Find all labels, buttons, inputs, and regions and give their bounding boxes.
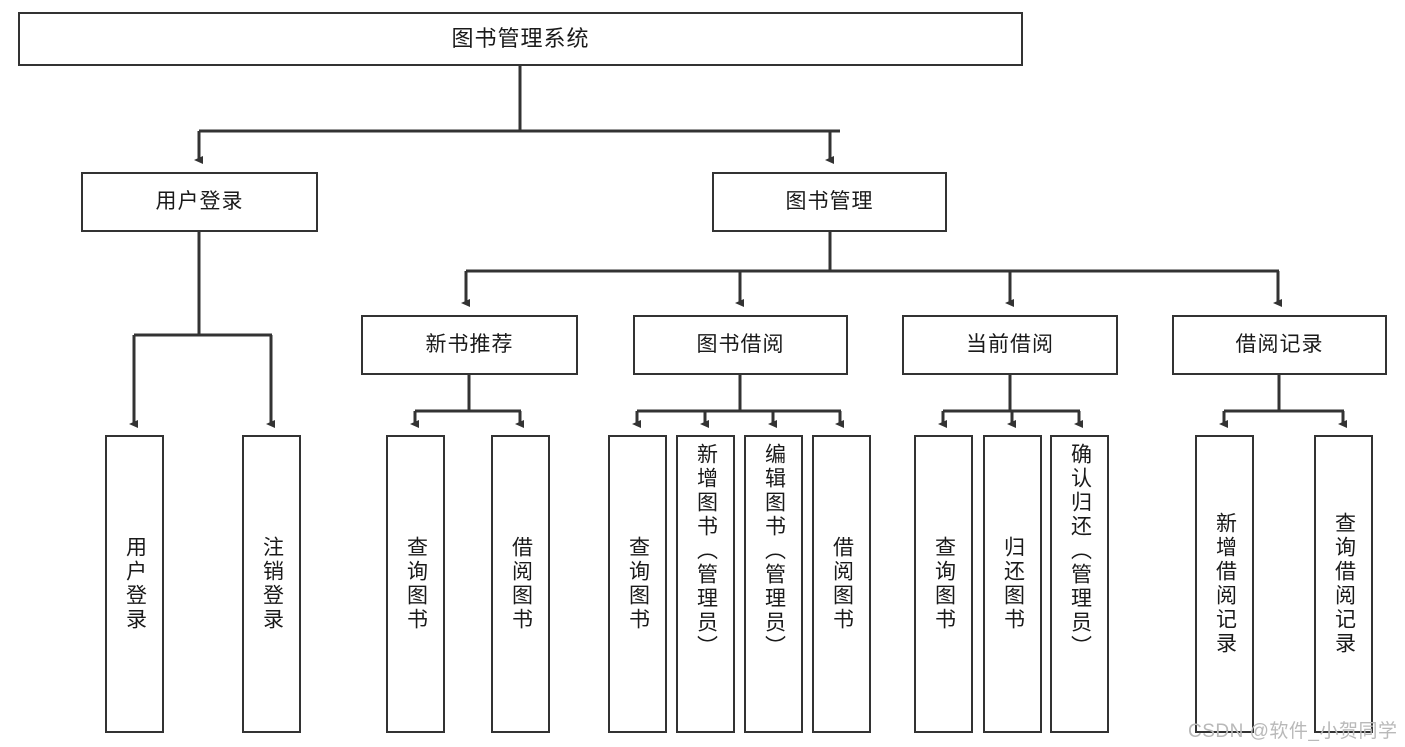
leaf-book-borrow-query[interactable]: 查询图书 [608,435,667,733]
leaf-book-borrow-borrow[interactable]: 借阅图书 [812,435,871,733]
node-label: 图书管理 [785,190,874,214]
node-label: 归还图书 [1001,536,1025,632]
node-label: 查询图书 [932,536,956,632]
node-book-borrow[interactable]: 图书借阅 [633,315,848,375]
node-label: 借阅图书 [830,536,854,632]
node-label: 查询图书 [626,536,650,632]
node-label: 新增借阅记录 [1213,512,1237,656]
leaf-book-borrow-add[interactable]: 新增图书（管理员） [676,435,735,733]
node-label: 用户登录 [123,536,147,632]
leaf-borrow-record-add[interactable]: 新增借阅记录 [1195,435,1254,733]
node-root-book-management-system[interactable]: 图书管理系统 [18,12,1023,66]
node-new-book-recommend[interactable]: 新书推荐 [361,315,578,375]
leaf-current-borrow-query[interactable]: 查询图书 [914,435,973,733]
node-book-management[interactable]: 图书管理 [712,172,947,232]
node-label: 借阅记录 [1235,333,1324,357]
node-label: 新增图书（管理员） [694,443,718,659]
node-label: 查询图书 [404,536,428,632]
leaf-user-login-login[interactable]: 用户登录 [105,435,164,733]
node-borrow-record[interactable]: 借阅记录 [1172,315,1387,375]
node-label: 借阅图书 [509,536,533,632]
node-label: 注销登录 [260,536,284,632]
node-label: 图书借阅 [696,333,785,357]
leaf-current-borrow-confirm-return[interactable]: 确认归还（管理员） [1050,435,1109,733]
leaf-current-borrow-return[interactable]: 归还图书 [983,435,1042,733]
node-current-borrow[interactable]: 当前借阅 [902,315,1118,375]
node-label: 当前借阅 [966,333,1054,357]
leaf-new-book-borrow[interactable]: 借阅图书 [491,435,550,733]
node-label: 用户登录 [155,190,244,214]
leaf-new-book-query[interactable]: 查询图书 [386,435,445,733]
node-label: 确认归还（管理员） [1068,443,1092,659]
csdn-watermark: CSDN @软件_小贺同学 [1188,721,1398,742]
node-user-login[interactable]: 用户登录 [81,172,318,232]
leaf-user-login-logout[interactable]: 注销登录 [242,435,301,733]
node-label: 编辑图书（管理员） [762,443,786,659]
leaf-book-borrow-edit[interactable]: 编辑图书（管理员） [744,435,803,733]
leaf-borrow-record-query[interactable]: 查询借阅记录 [1314,435,1373,733]
node-label: 图书管理系统 [451,25,590,51]
node-label: 新书推荐 [425,333,514,357]
node-label: 查询借阅记录 [1332,512,1356,656]
